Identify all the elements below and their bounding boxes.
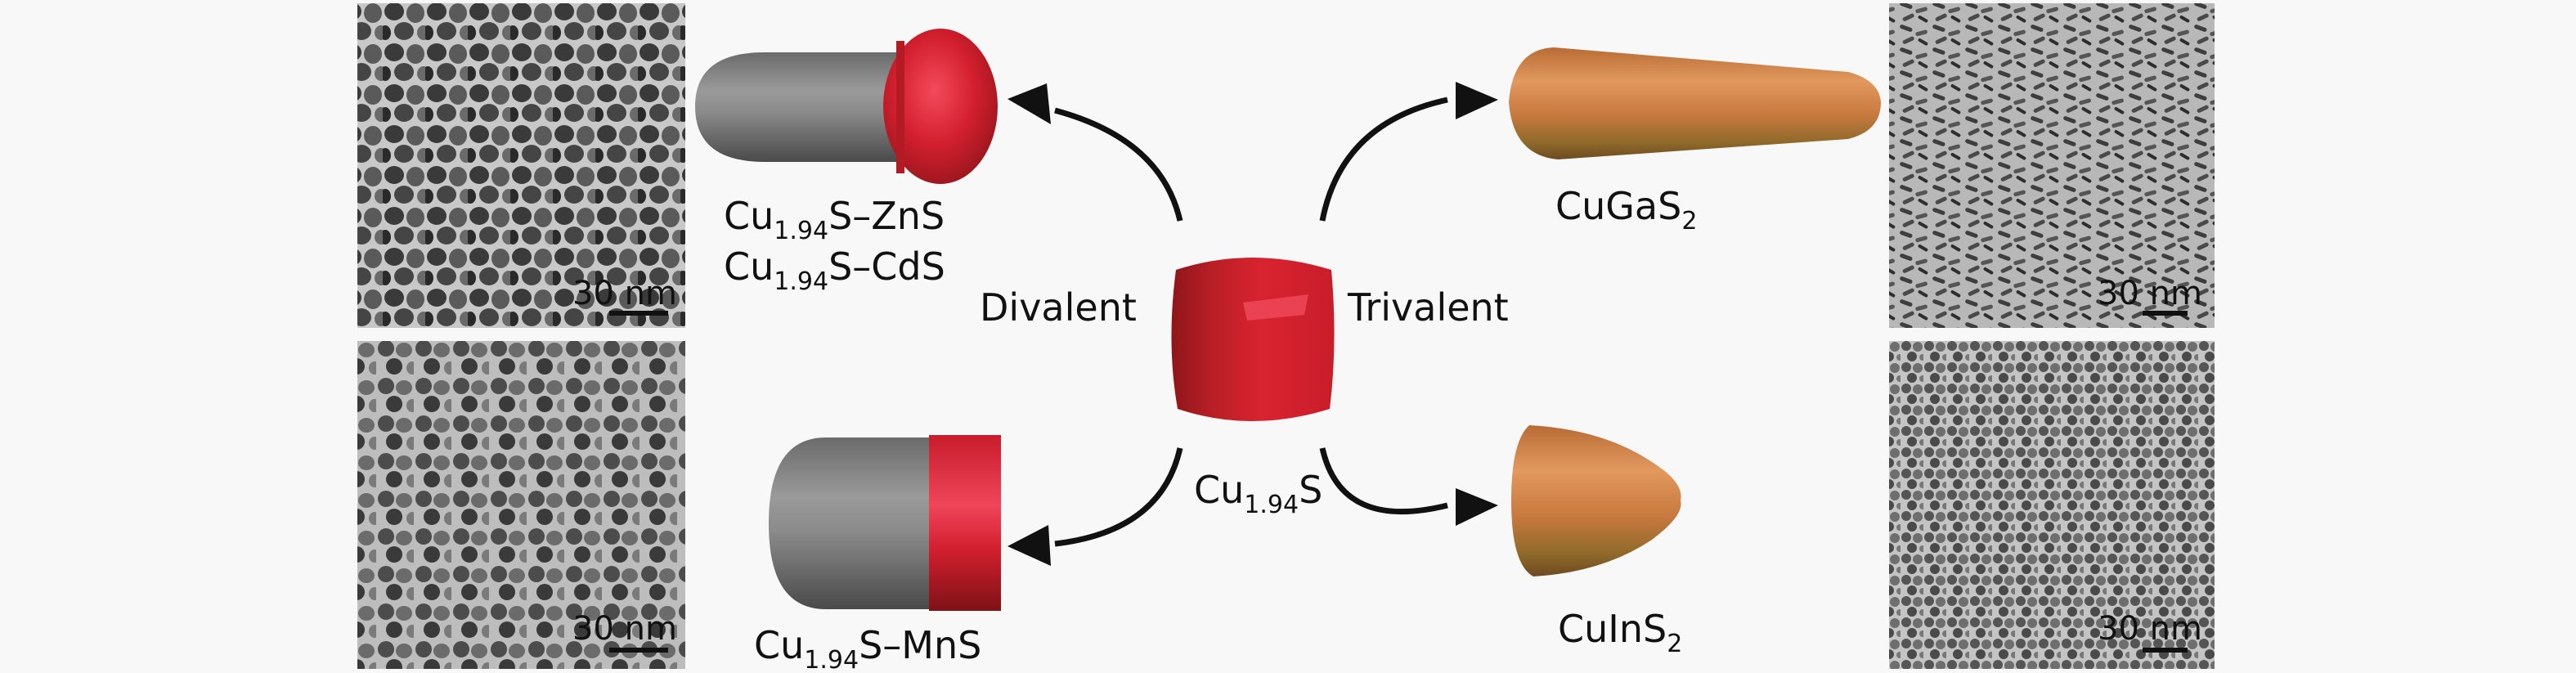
gray-rod-segment <box>695 52 904 162</box>
gray-rod-segment <box>769 437 931 609</box>
tem-panel-bottom-right: 30 nm <box>1889 341 2215 669</box>
arrow-to-mns <box>1054 447 1183 547</box>
arrowhead-zns <box>1008 83 1051 124</box>
orange-teardrop-shape <box>1509 47 1881 159</box>
product-label-cugas2: CuGaS2 <box>1555 184 1697 236</box>
divalent-label: Divalent <box>980 285 1137 330</box>
red-flat-cap-segment <box>929 435 1001 611</box>
product-mns: Cu1.94S–MnS <box>754 435 1001 673</box>
scale-bar <box>609 648 668 653</box>
product-cuins2: CuInS2 <box>1511 425 1682 658</box>
tem-image <box>357 341 685 669</box>
cube-highlight <box>1243 294 1308 321</box>
tem-image <box>1889 341 2215 669</box>
product-label-zns: Cu1.94S–ZnS <box>724 194 945 245</box>
center-nanocrystal <box>1171 258 1335 421</box>
arrows <box>1008 82 1498 566</box>
arrow-to-cugas2 <box>1319 96 1448 222</box>
arrowhead-mns <box>1008 525 1051 566</box>
arrowhead-cugas2 <box>1456 82 1498 119</box>
orange-bullet-shape <box>1511 425 1681 577</box>
trivalent-label: Trivalent <box>1347 285 1509 330</box>
scale-bar-label: 30 nm <box>572 610 677 648</box>
tem-panel-top-right: 30 nm <box>1889 3 2215 328</box>
scale-bar-label: 30 nm <box>2098 275 2202 312</box>
arrowhead-cuins2 <box>1456 488 1498 526</box>
arrow-to-zns <box>1054 107 1183 222</box>
tem-panel-top-left: 30 nm <box>357 3 685 328</box>
product-cugas2: CuGaS2 <box>1509 47 1881 236</box>
cu194s-cube-shape <box>1171 258 1335 421</box>
red-cap-edge <box>896 41 904 173</box>
scale-bar <box>2143 311 2188 316</box>
tem-image <box>1889 3 2215 328</box>
scale-bar-label: 30 nm <box>2098 610 2202 648</box>
scale-bar-label: 30 nm <box>572 275 677 312</box>
arrow-to-cuins2 <box>1319 447 1448 515</box>
product-label-mns: Cu1.94S–MnS <box>754 623 981 673</box>
tem-panel-bottom-left: 30 nm <box>357 341 685 669</box>
tem-image <box>357 3 685 328</box>
scale-bar <box>609 311 668 316</box>
red-cap-segment <box>883 29 998 184</box>
product-zns-cds: Cu1.94S–ZnS Cu1.94S–CdS <box>695 29 998 296</box>
product-label-cuins2: CuInS2 <box>1558 607 1682 658</box>
product-label-cds: Cu1.94S–CdS <box>724 245 945 296</box>
scale-bar <box>2143 648 2188 653</box>
center-formula: Cu1.94S <box>1194 468 1322 519</box>
